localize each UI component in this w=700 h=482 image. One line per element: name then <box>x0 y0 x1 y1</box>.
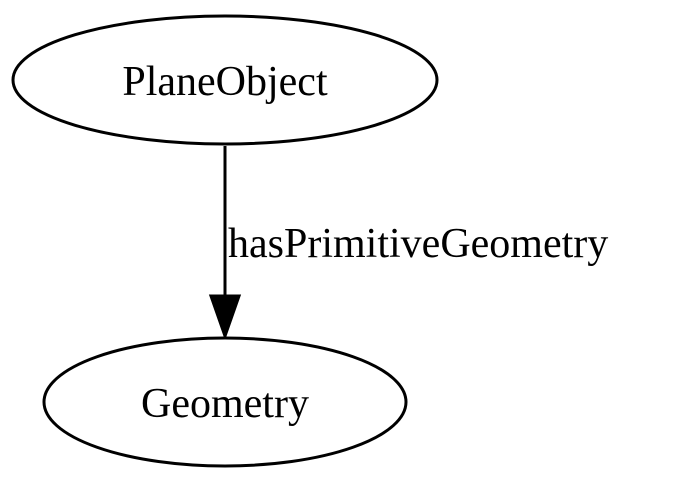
edge-has-primitive-geometry: hasPrimitiveGeometry <box>208 146 608 341</box>
arrowhead-icon <box>208 294 242 341</box>
node-plane-object-ellipse <box>11 14 439 146</box>
node-geometry-label: Geometry <box>141 381 309 427</box>
node-plane-object[interactable]: PlaneObject <box>11 14 439 146</box>
node-geometry-ellipse <box>42 336 408 468</box>
edge-label: hasPrimitiveGeometry <box>228 221 608 267</box>
node-plane-object-label: PlaneObject <box>122 59 328 105</box>
node-geometry[interactable]: Geometry <box>42 336 408 468</box>
